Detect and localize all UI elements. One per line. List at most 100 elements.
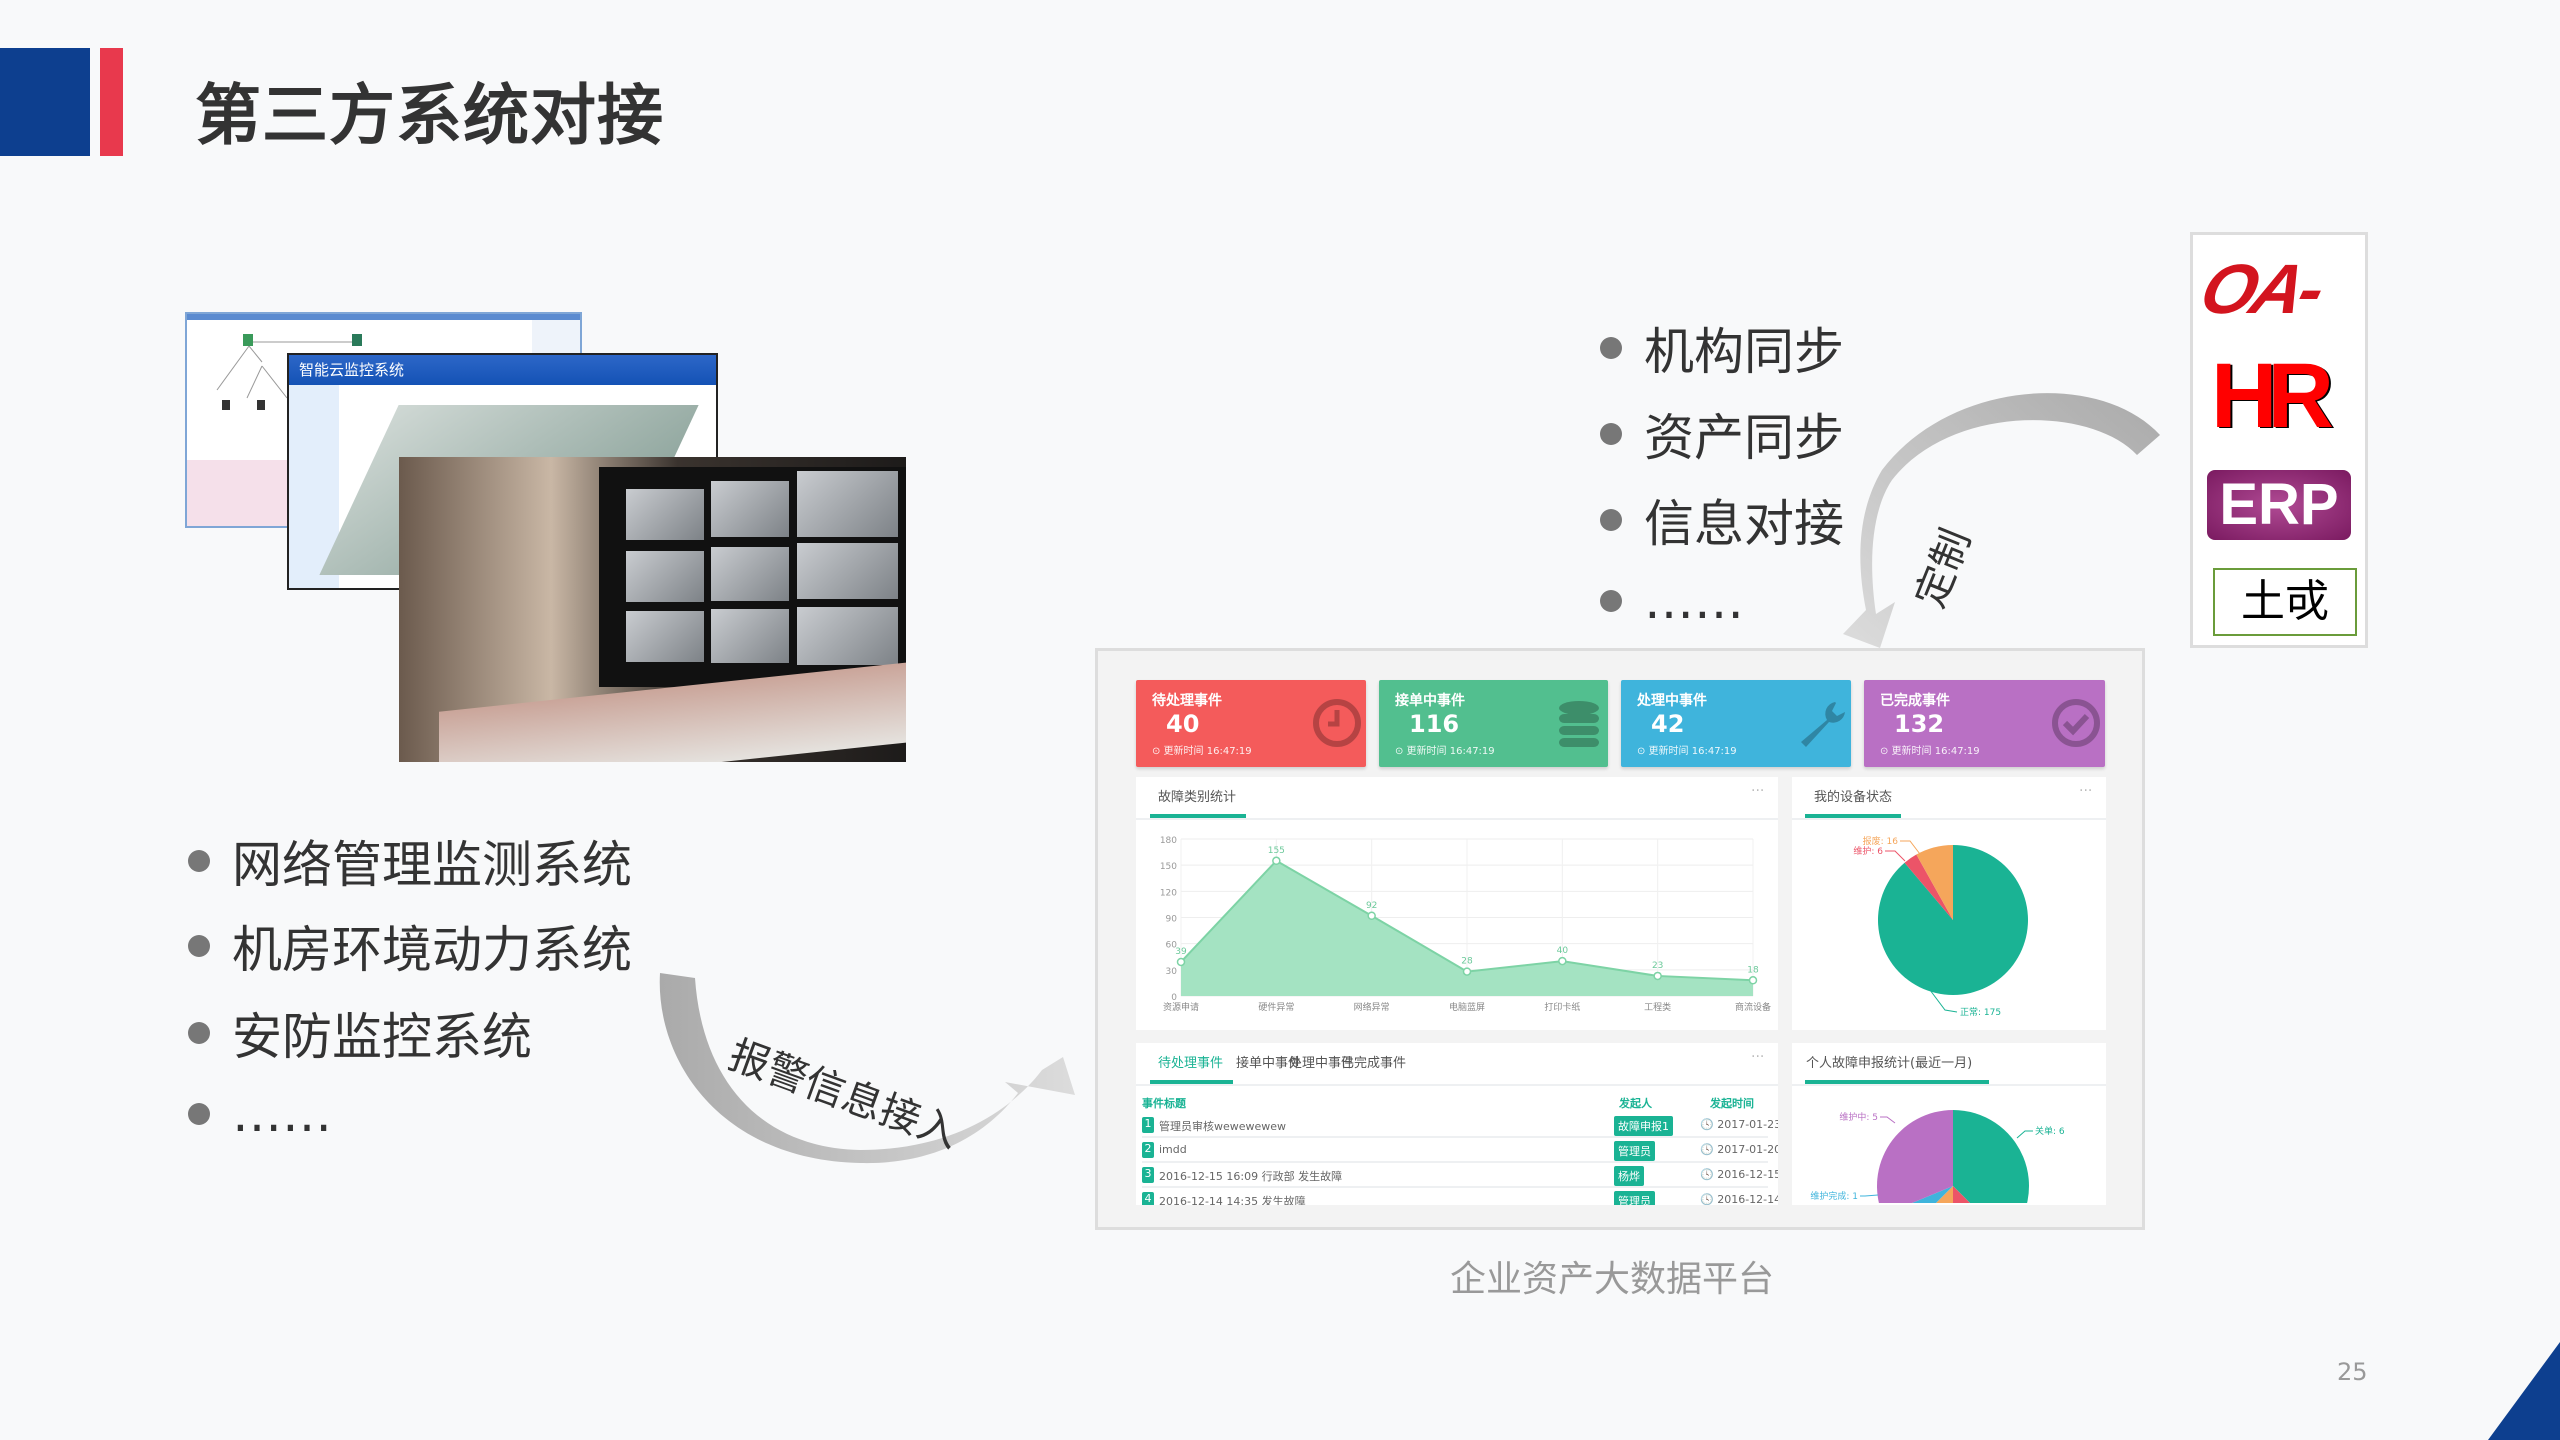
initiator-badge: 故障申报1 xyxy=(1614,1116,1673,1136)
table-row[interactable]: 1 管理员审核wewewewew 故障申报1 🕓 2017-01-23 14:1… xyxy=(1142,1113,1778,1138)
row-time: 🕓 2016-12-14 14:35 xyxy=(1700,1193,1778,1205)
card-value: 116 xyxy=(1409,710,1460,738)
label-leader xyxy=(1860,1194,1879,1197)
bullet-dot xyxy=(1600,509,1622,531)
pie-slice[interactable] xyxy=(1916,845,1953,920)
card-update-time: ⊙ 更新时间 16:47:19 xyxy=(1152,746,1252,757)
hr-logo: HR xyxy=(2211,345,2334,447)
data-label: 155 xyxy=(1268,846,1285,856)
tab-accepting[interactable]: 接单中事件 xyxy=(1236,1056,1302,1071)
initiator-badge: 管理员 xyxy=(1614,1191,1655,1205)
data-point[interactable] xyxy=(1367,911,1376,921)
more-icon[interactable]: ··· xyxy=(2079,783,2093,799)
right-bullet: 信息对接 xyxy=(1600,484,1844,556)
row-time: 🕓 2016-12-15 16:10 xyxy=(1700,1168,1778,1181)
data-label: 18 xyxy=(1747,965,1759,975)
pie-chart xyxy=(1878,845,2028,995)
data-point[interactable] xyxy=(1176,957,1186,967)
data-label: 23 xyxy=(1652,961,1663,971)
data-point[interactable] xyxy=(1748,976,1758,985)
right-bullet: 资产同步 xyxy=(1600,398,1844,470)
table-row[interactable]: 2 imdd 管理员 🕓 2017-01-20 11:09 xyxy=(1142,1138,1778,1163)
title-underline xyxy=(1805,1080,1989,1084)
right-bullet: 机构同步 xyxy=(1600,312,1844,384)
data-label: 40 xyxy=(1557,946,1569,956)
label-leader xyxy=(1880,1116,1896,1124)
event-card[interactable]: 接单中事件 116 ⊙ 更新时间 16:47:19 xyxy=(1379,680,1608,767)
left-bullet: 网络管理监测系统 xyxy=(188,825,632,897)
right-bullet: …… xyxy=(1600,572,1744,630)
accent-blue-bar xyxy=(0,48,90,156)
initiator-badge: 管理员 xyxy=(1614,1141,1655,1161)
label-leader xyxy=(2016,1130,2033,1139)
card-title: 处理中事件 xyxy=(1637,693,1707,709)
pie-slice[interactable] xyxy=(1877,1110,1953,1215)
label-leader xyxy=(1885,850,1906,862)
data-point[interactable] xyxy=(1462,967,1472,976)
y-tick-label: 0 xyxy=(1171,993,1177,1003)
row-title: imdd xyxy=(1159,1143,1187,1156)
check-circle-icon xyxy=(2052,699,2100,747)
data-point[interactable] xyxy=(1272,856,1281,866)
slice-label: 正常: 175 xyxy=(1960,1006,2001,1018)
pie-slice[interactable] xyxy=(1953,1110,2029,1230)
card-title: 接单中事件 xyxy=(1395,693,1465,709)
event-card[interactable]: 已完成事件 132 ⊙ 更新时间 16:47:19 xyxy=(1864,680,2105,767)
screenshot-title: 智能云监控系统 xyxy=(289,355,716,385)
left-bullet: 安防监控系统 xyxy=(188,997,532,1069)
bullet-dot xyxy=(188,1022,210,1044)
y-tick-label: 180 xyxy=(1160,836,1177,846)
accent-red-bar xyxy=(100,48,123,156)
x-tick-label: 打印卡纸 xyxy=(1544,1001,1580,1013)
area-fill xyxy=(1181,860,1753,996)
card-title: 待处理事件 xyxy=(1152,693,1222,709)
bullet-dot xyxy=(1600,590,1622,612)
bullet-text: 资产同步 xyxy=(1644,409,1844,467)
x-tick-label: 资源申请 xyxy=(1163,1001,1199,1013)
pie-chart xyxy=(1877,1110,2029,1230)
y-tick-label: 150 xyxy=(1160,862,1177,872)
tab-underline xyxy=(1150,1080,1233,1084)
event-card[interactable]: 待处理事件 40 ⊙ 更新时间 16:47:19 xyxy=(1136,680,1366,767)
row-title: 2016-12-14 14:35 发生故障 xyxy=(1159,1195,1306,1205)
more-icon[interactable]: ··· xyxy=(1751,1049,1765,1065)
pie-slice[interactable] xyxy=(1904,854,1953,920)
tab-processing[interactable]: 处理中事件 xyxy=(1289,1056,1355,1071)
card-value: 42 xyxy=(1651,710,1685,738)
clock-icon xyxy=(1313,699,1361,747)
row-number: 3 xyxy=(1142,1167,1154,1183)
bullet-dot xyxy=(188,850,210,872)
bullet-text: 网络管理监测系统 xyxy=(232,836,632,894)
row-time: 🕓 2017-01-20 11:09 xyxy=(1700,1143,1778,1156)
table-row[interactable]: 4 2016-12-14 14:35 发生故障 管理员 🕓 2016-12-14… xyxy=(1142,1188,1778,1205)
pie-slice[interactable] xyxy=(1953,1186,2007,1230)
row-number: 2 xyxy=(1142,1142,1154,1158)
card-update-time: ⊙ 更新时间 16:47:19 xyxy=(1637,746,1737,757)
time-text: 2016-12-15 16:10 xyxy=(1717,1168,1778,1181)
corner-triangle xyxy=(2488,1342,2560,1440)
left-bullet: …… xyxy=(188,1085,332,1143)
tab-completed[interactable]: 已完成事件 xyxy=(1341,1056,1407,1071)
bullet-text: …… xyxy=(1644,572,1744,630)
data-point[interactable] xyxy=(1558,956,1567,966)
slice-label: 维护: 6 xyxy=(1853,845,1883,857)
tab-pending[interactable]: 待处理事件 xyxy=(1158,1056,1224,1071)
panel-title: 故障类别统计 xyxy=(1158,790,1237,805)
data-label: 92 xyxy=(1366,901,1377,911)
header-initiator: 发起人 xyxy=(1619,1097,1652,1110)
slide-title: 第三方系统对接 xyxy=(195,77,664,154)
slice-label: 关单: 6 xyxy=(2035,1125,2065,1137)
title-underline xyxy=(1150,814,1246,818)
table-row[interactable]: 3 2016-12-15 16:09 行政部 发生故障 杨烨 🕓 2016-12… xyxy=(1142,1163,1778,1188)
data-point[interactable] xyxy=(1653,971,1662,981)
x-tick-label: 工程类 xyxy=(1644,1001,1671,1013)
bullet-text: 机房环境动力系统 xyxy=(232,921,632,979)
row-time: 🕓 2017-01-23 14:15 xyxy=(1700,1118,1778,1131)
more-icon[interactable]: ··· xyxy=(1751,783,1765,799)
bullet-dot xyxy=(1600,423,1622,445)
event-card[interactable]: 处理中事件 42 ⊙ 更新时间 16:47:19 xyxy=(1621,680,1851,767)
third-party-logos: OA- HR ERP 土戓 xyxy=(2190,232,2368,648)
initiator-badge: 杨烨 xyxy=(1614,1166,1644,1186)
card-update-time: ⊙ 更新时间 16:47:19 xyxy=(1395,746,1495,757)
